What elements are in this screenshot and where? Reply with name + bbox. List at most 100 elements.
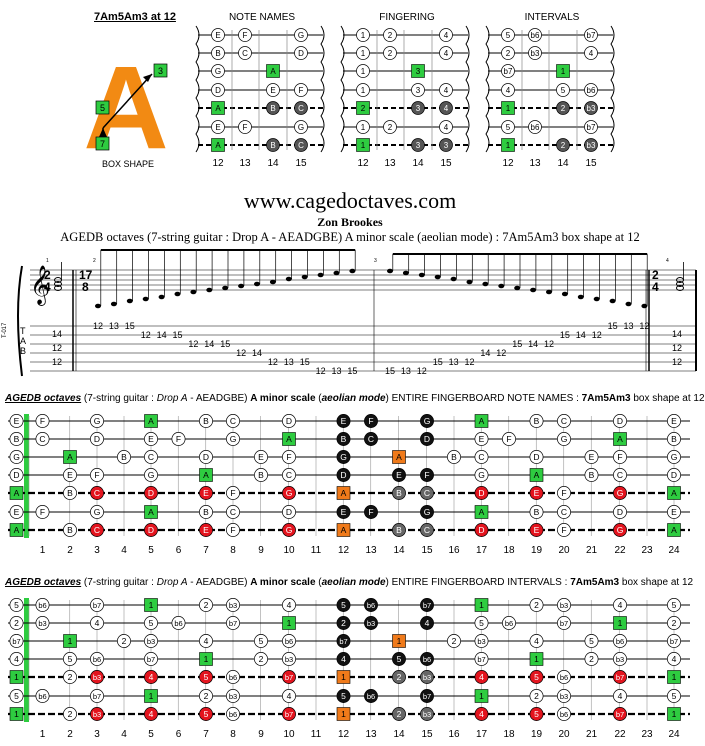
tab-number: 12 xyxy=(93,321,103,331)
mini-note-marker xyxy=(211,28,225,42)
mini-note-label: F xyxy=(243,123,248,132)
fb-notes-note-marker xyxy=(35,505,50,519)
fb-notes-root-marker xyxy=(9,486,24,500)
fret-number: 21 xyxy=(586,545,598,556)
mini-note-label: 4 xyxy=(444,104,449,113)
tab-number: 12 xyxy=(592,330,602,340)
tab-number: 12 xyxy=(672,343,682,353)
fb-notes-note-marker xyxy=(199,414,213,428)
fret-number: 13 xyxy=(365,729,377,740)
mini-note-label: b3 xyxy=(531,49,540,58)
fb-intervals-note-label: 1 xyxy=(397,636,402,646)
fb-intervals-note-marker xyxy=(529,598,544,612)
fb-notes-note-marker xyxy=(117,450,131,464)
fb-intervals-note-label: b6 xyxy=(423,655,431,664)
fb-notes-note-marker xyxy=(90,486,104,500)
mini-note-label: C xyxy=(242,49,248,58)
mini-note-marker xyxy=(501,46,515,60)
tab-number: 13 xyxy=(449,357,459,367)
fb-notes-note-label: A xyxy=(203,470,209,480)
fb1-title-e: A minor scale xyxy=(250,393,316,404)
fb-intervals-note-marker xyxy=(613,689,627,703)
fb-notes-root-marker xyxy=(282,432,296,446)
fb-intervals-note-marker xyxy=(226,616,240,630)
staff-notehead xyxy=(546,289,552,295)
fb-notes-note-marker xyxy=(226,523,240,537)
fb-notes-note-marker xyxy=(584,468,599,482)
staff-notehead xyxy=(676,281,684,287)
mini-title: INTERVALS xyxy=(525,12,580,23)
fb-intervals-note-label: b7 xyxy=(229,619,237,628)
mini-note-marker xyxy=(266,83,280,97)
fb-intervals-note-label: 5 xyxy=(259,636,264,646)
mini-note-label: 2 xyxy=(388,123,393,132)
staff-notehead xyxy=(254,281,260,287)
mini-note-marker xyxy=(294,120,308,134)
mini-note-marker xyxy=(439,101,453,115)
fret-number: 7 xyxy=(203,729,209,740)
fret-number: 11 xyxy=(311,729,322,740)
fb-intervals-note-label: 2 xyxy=(14,618,19,628)
fb-intervals-note-label: 4 xyxy=(618,600,623,610)
fb-intervals-note-marker xyxy=(199,670,213,684)
fb-notes-note-label: A xyxy=(14,488,20,498)
mini-note-label: 1 xyxy=(506,104,511,113)
fb-intervals-note-label: b6 xyxy=(616,637,624,646)
fb-intervals-note-label: 4 xyxy=(204,636,209,646)
mini-nut-edge xyxy=(485,25,490,153)
fb-intervals-note-label: 4 xyxy=(479,672,484,682)
tuning-label: T-017 xyxy=(2,322,8,338)
fret-number: 5 xyxy=(148,729,154,740)
fb-intervals-note-label: b7 xyxy=(616,710,624,719)
fb-notes-note-marker xyxy=(474,432,489,446)
fb-notes-note-marker xyxy=(144,450,158,464)
fb-intervals-note-marker xyxy=(613,670,627,684)
fb-intervals-note-marker xyxy=(420,652,434,666)
fb-intervals-note-marker xyxy=(336,634,351,648)
mini-note-label: 5 xyxy=(506,31,511,40)
fb-intervals-note-label: 5 xyxy=(68,654,73,664)
fb-intervals-note-marker xyxy=(529,634,544,648)
mini-note-marker xyxy=(528,120,542,134)
fb-intervals-note-label: b6 xyxy=(229,710,237,719)
mini-note-marker xyxy=(211,64,225,78)
fret-number: 14 xyxy=(393,729,405,740)
fret-number: 2 xyxy=(67,545,73,556)
fb-intervals-note-label: b7 xyxy=(670,637,678,646)
mini-note-label: 1 xyxy=(561,67,566,76)
fb-notes-note-label: E xyxy=(479,434,485,444)
staff-notehead xyxy=(577,294,584,300)
fb2-title-a: AGEDB octaves xyxy=(5,577,82,588)
fb-intervals-note-marker xyxy=(474,652,489,666)
fb-notes-note-marker xyxy=(364,505,378,519)
fb-notes-note-marker xyxy=(9,505,24,519)
mini-note-label: 2 xyxy=(561,104,566,113)
fret-number: 16 xyxy=(448,729,460,740)
fb-intervals-note-marker xyxy=(364,616,378,630)
fret-number: 1 xyxy=(40,729,46,740)
fb-intervals-note-label: 5 xyxy=(672,600,677,610)
tab-number: 15 xyxy=(433,357,443,367)
fb-intervals-note-label: 4 xyxy=(149,672,154,682)
mini-note-marker xyxy=(584,46,598,60)
fb-intervals-note-marker xyxy=(557,598,571,612)
fb-notes-root-marker xyxy=(613,432,627,446)
fb-notes-note-marker xyxy=(474,450,489,464)
fb-intervals-note-marker xyxy=(474,707,489,721)
fb-intervals-note-marker xyxy=(9,689,24,703)
fb-intervals-note-marker xyxy=(336,689,351,703)
fb-intervals-note-marker xyxy=(35,616,50,630)
box-shape-diagram: A 3 5 7 BOX SHAPE xyxy=(83,42,168,174)
fb-intervals-note-label: 5 xyxy=(14,691,19,701)
fb-notes-note-marker xyxy=(336,505,351,519)
fb-intervals-note-label: b6 xyxy=(93,655,101,664)
fb-intervals-note-label: 4 xyxy=(95,618,100,628)
fb-notes-note-marker xyxy=(144,523,158,537)
fb-notes-note-label: B xyxy=(671,434,677,444)
staff-notehead xyxy=(54,281,62,287)
fb-notes-note-marker xyxy=(226,432,240,446)
fb-notes-note-label: F xyxy=(40,416,45,426)
mini-note-marker xyxy=(266,101,280,115)
fb-notes-note-label: G xyxy=(617,488,624,498)
